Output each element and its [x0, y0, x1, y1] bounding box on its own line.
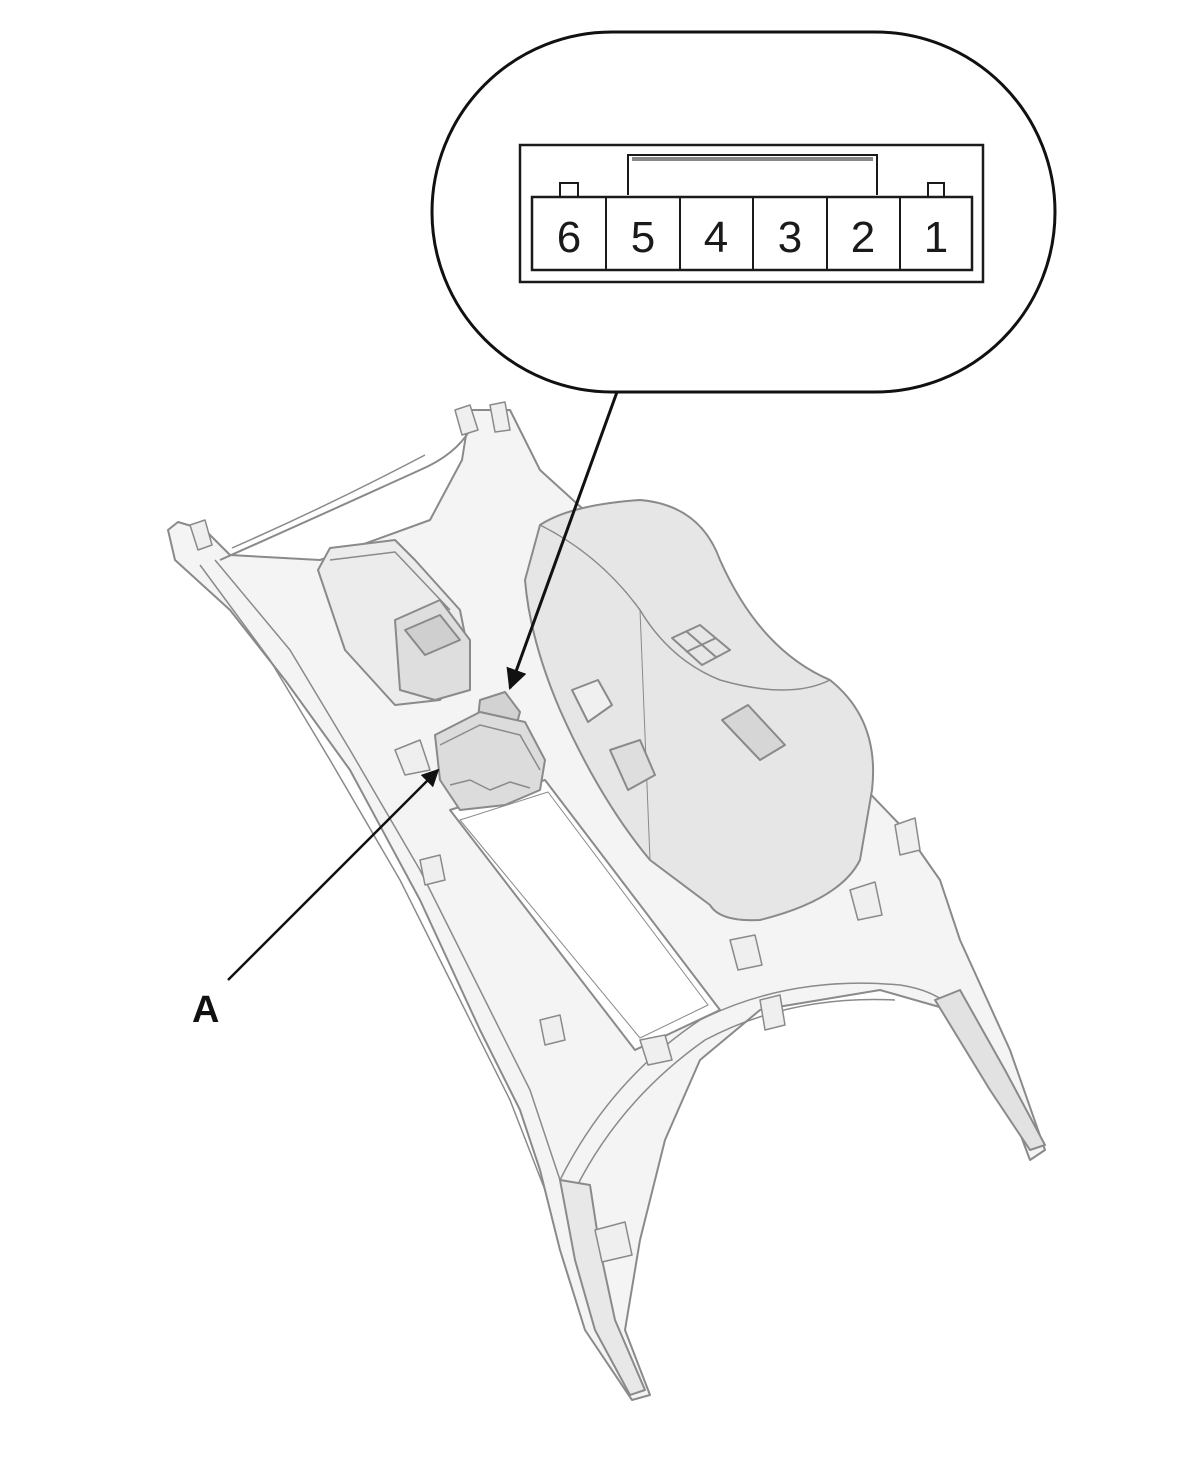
left-inner-rail	[199, 564, 546, 1191]
pin-labels: 6 5 4 3 2 1	[557, 213, 948, 262]
connector-lock-tab	[627, 154, 878, 195]
right-keyway	[927, 182, 945, 197]
component-a-label: A	[192, 989, 219, 1031]
pin-label: 4	[704, 213, 728, 262]
cup-holder-grid-icon	[671, 624, 731, 666]
pin-label: 5	[631, 213, 655, 262]
component-a-leader-line	[227, 768, 440, 981]
pin-label: 6	[557, 213, 581, 262]
connector-face	[518, 143, 985, 284]
pin-label: 1	[924, 213, 948, 262]
callout-pointer-line	[506, 391, 619, 690]
right-side-wall	[934, 989, 1046, 1151]
mounting-clips	[189, 401, 921, 1263]
upper-opening-edge	[219, 429, 471, 561]
console-panel-illustration	[167, 401, 1046, 1401]
component-a-housing	[434, 711, 546, 811]
lower-opening-edge	[559, 982, 956, 1181]
connector-callout: 6 5 4 3 2 1	[430, 30, 1057, 394]
pin-label: 2	[851, 213, 875, 262]
left-keyway	[559, 182, 579, 197]
pin-dividers	[605, 197, 901, 270]
bottom-leg	[559, 1179, 646, 1396]
small-switch	[571, 679, 613, 723]
cup-holder	[524, 499, 875, 922]
pin-label: 3	[778, 213, 802, 262]
cup-holder-latch	[721, 704, 786, 761]
